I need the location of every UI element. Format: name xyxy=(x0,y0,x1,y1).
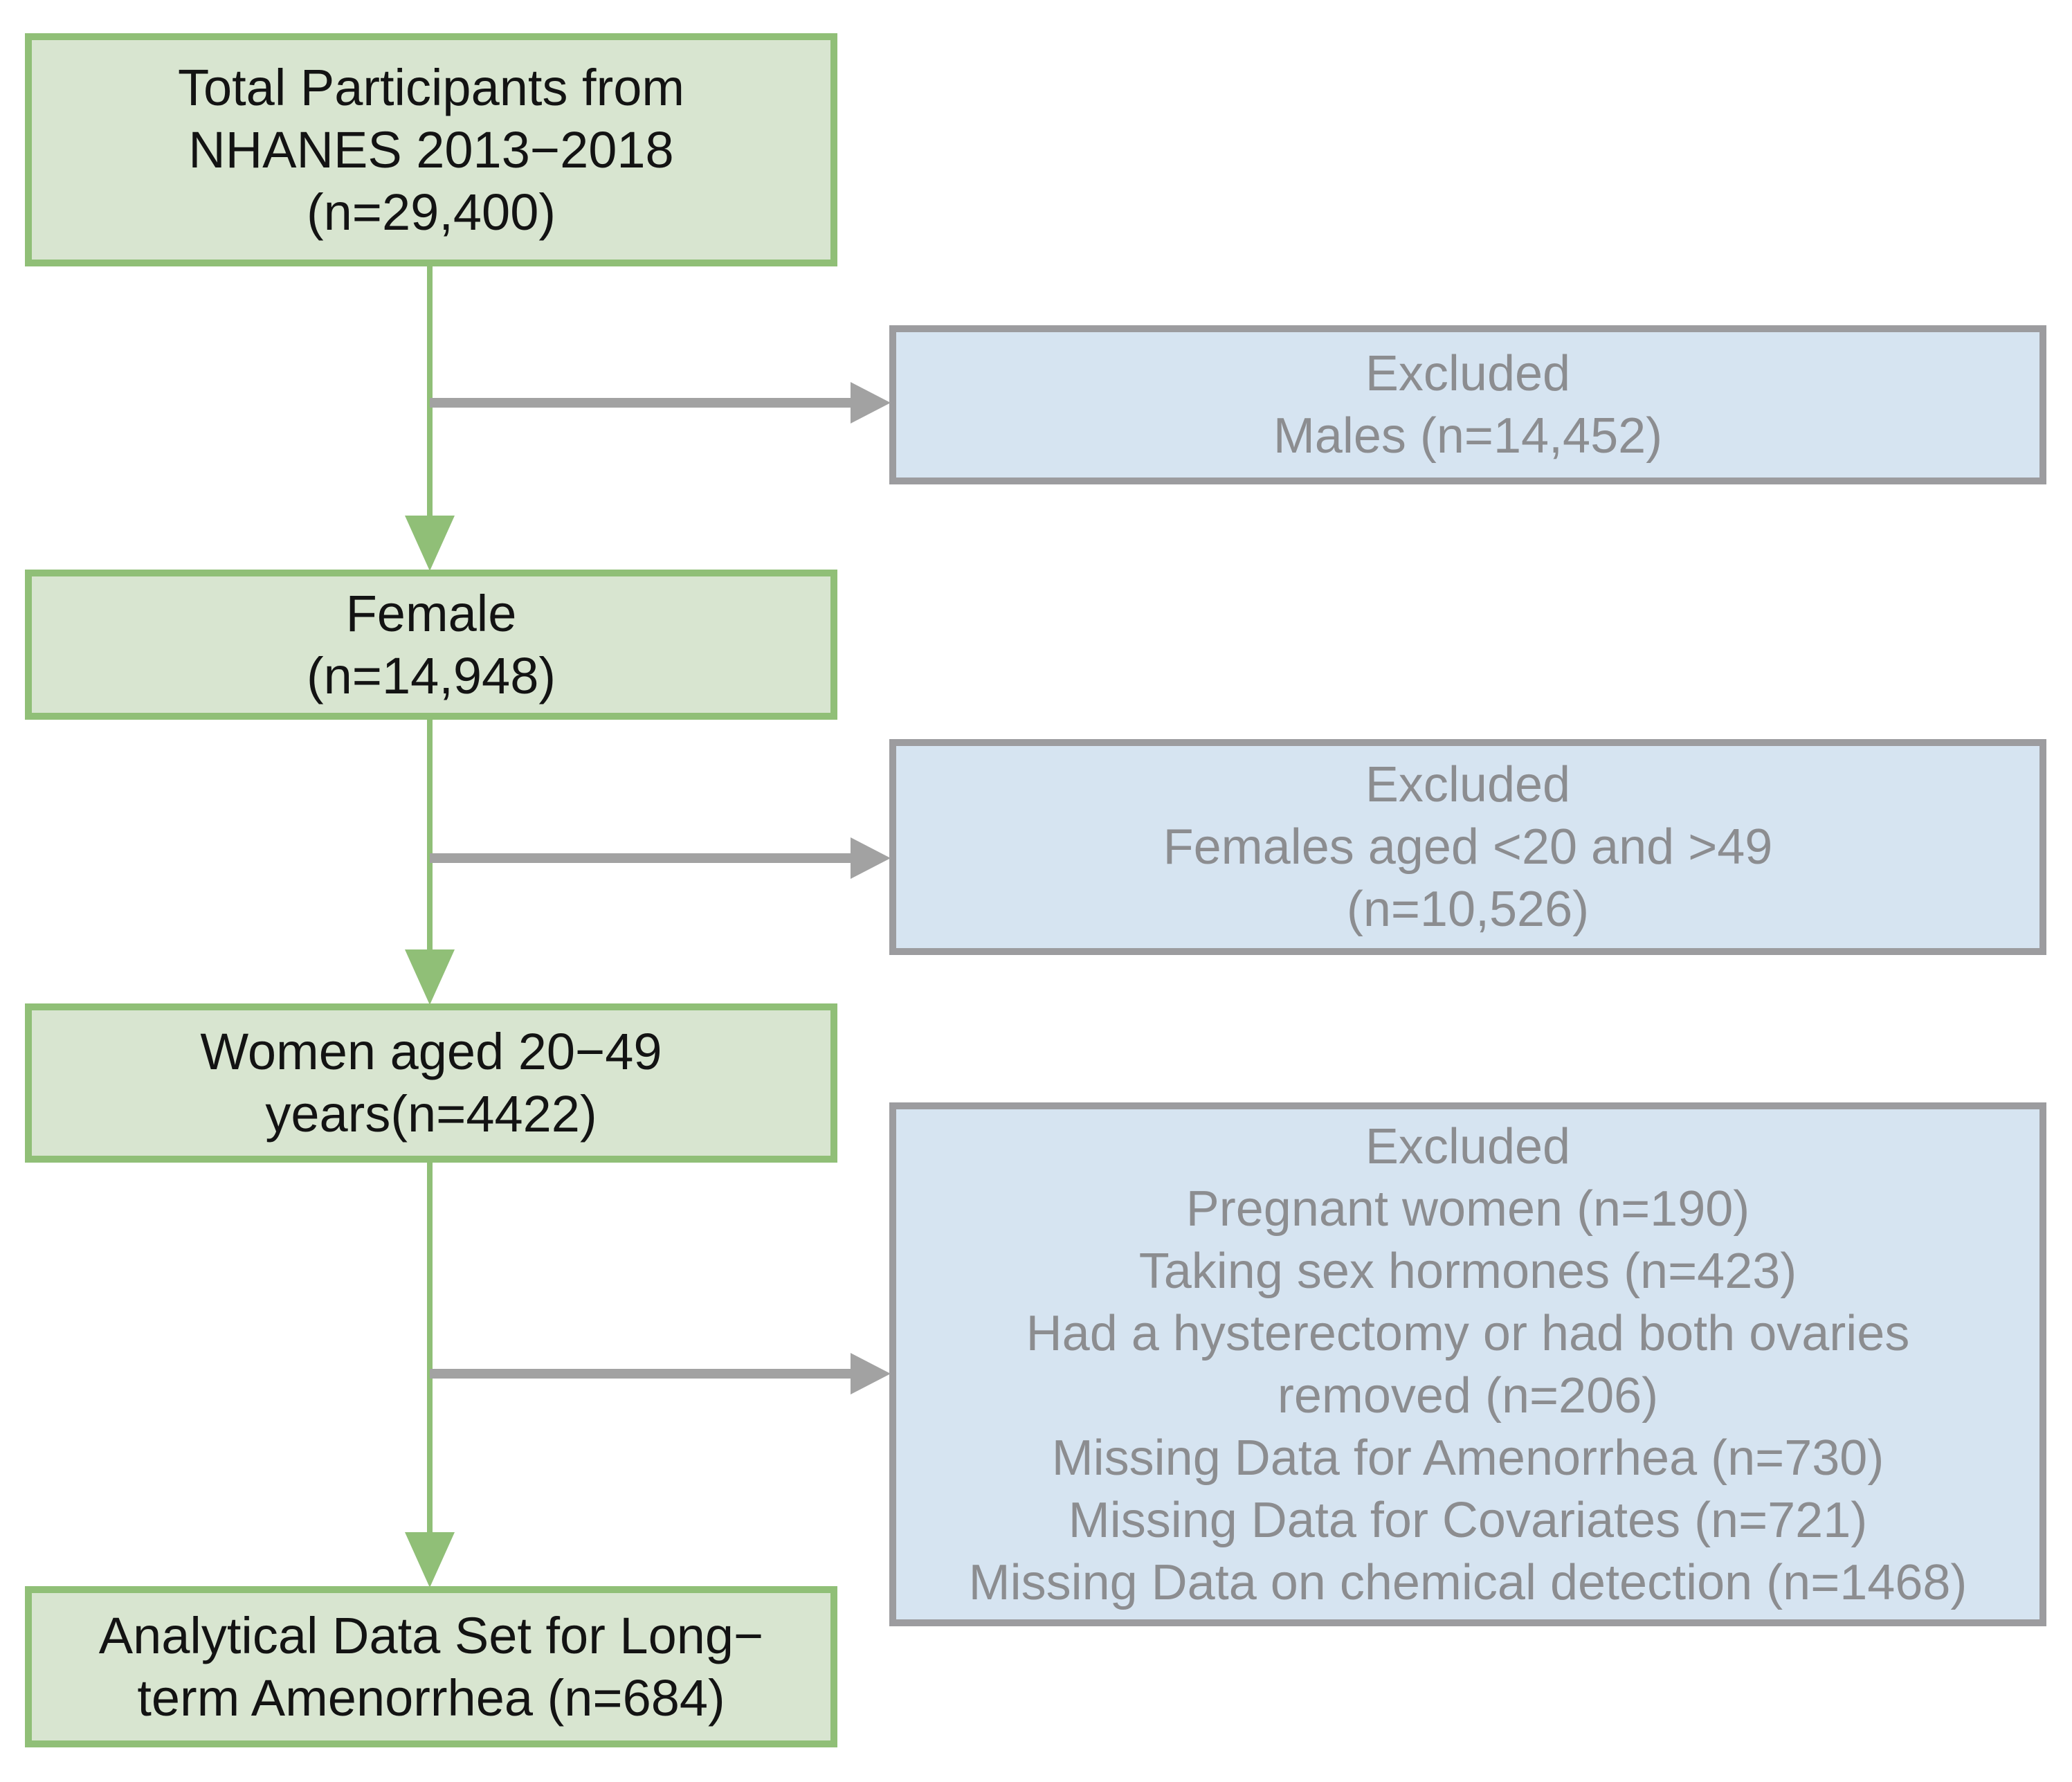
connector-total-to-female-arrowhead-icon xyxy=(405,516,455,571)
connector-female-to-women-line xyxy=(427,720,433,949)
connector-female-to-women-arrowhead-icon xyxy=(405,949,455,1005)
branch-excluded-males-arrowhead-icon xyxy=(851,382,891,424)
box-female-text: Female (n=14,948) xyxy=(307,584,556,704)
connector-total-to-female-line xyxy=(427,266,433,517)
box-analytical-data-set: Analytical Data Set for Long− term Ameno… xyxy=(25,1586,837,1747)
box-excluded-criteria-text: Excluded Pregnant women (n=190) Taking s… xyxy=(968,1118,1968,1610)
box-women-aged-20-49: Women aged 20−49 years(n=4422) xyxy=(25,1003,837,1163)
box-excluded-age-text: Excluded Females aged <20 and >49 (n=10,… xyxy=(1163,757,1773,937)
box-excluded-males-text: Excluded Males (n=14,452) xyxy=(1273,346,1663,464)
branch-excluded-males-line xyxy=(430,398,852,408)
box-female: Female (n=14,948) xyxy=(25,570,837,720)
connector-women-to-analytical-arrowhead-icon xyxy=(405,1532,455,1588)
box-excluded-males: Excluded Males (n=14,452) xyxy=(889,325,2046,484)
box-analytical-data-set-text: Analytical Data Set for Long− term Ameno… xyxy=(98,1606,764,1727)
branch-excluded-age-line xyxy=(430,853,852,863)
box-total-participants: Total Participants from NHANES 2013−2018… xyxy=(25,33,837,266)
box-women-aged-20-49-text: Women aged 20−49 years(n=4422) xyxy=(200,1023,662,1143)
box-excluded-criteria: Excluded Pregnant women (n=190) Taking s… xyxy=(889,1102,2046,1626)
branch-excluded-criteria-line xyxy=(430,1369,852,1379)
box-total-participants-text: Total Participants from NHANES 2013−2018… xyxy=(177,58,685,241)
branch-excluded-criteria-arrowhead-icon xyxy=(851,1353,891,1394)
connector-women-to-analytical-line xyxy=(427,1163,433,1532)
box-excluded-age: Excluded Females aged <20 and >49 (n=10,… xyxy=(889,739,2046,955)
branch-excluded-age-arrowhead-icon xyxy=(851,837,891,879)
